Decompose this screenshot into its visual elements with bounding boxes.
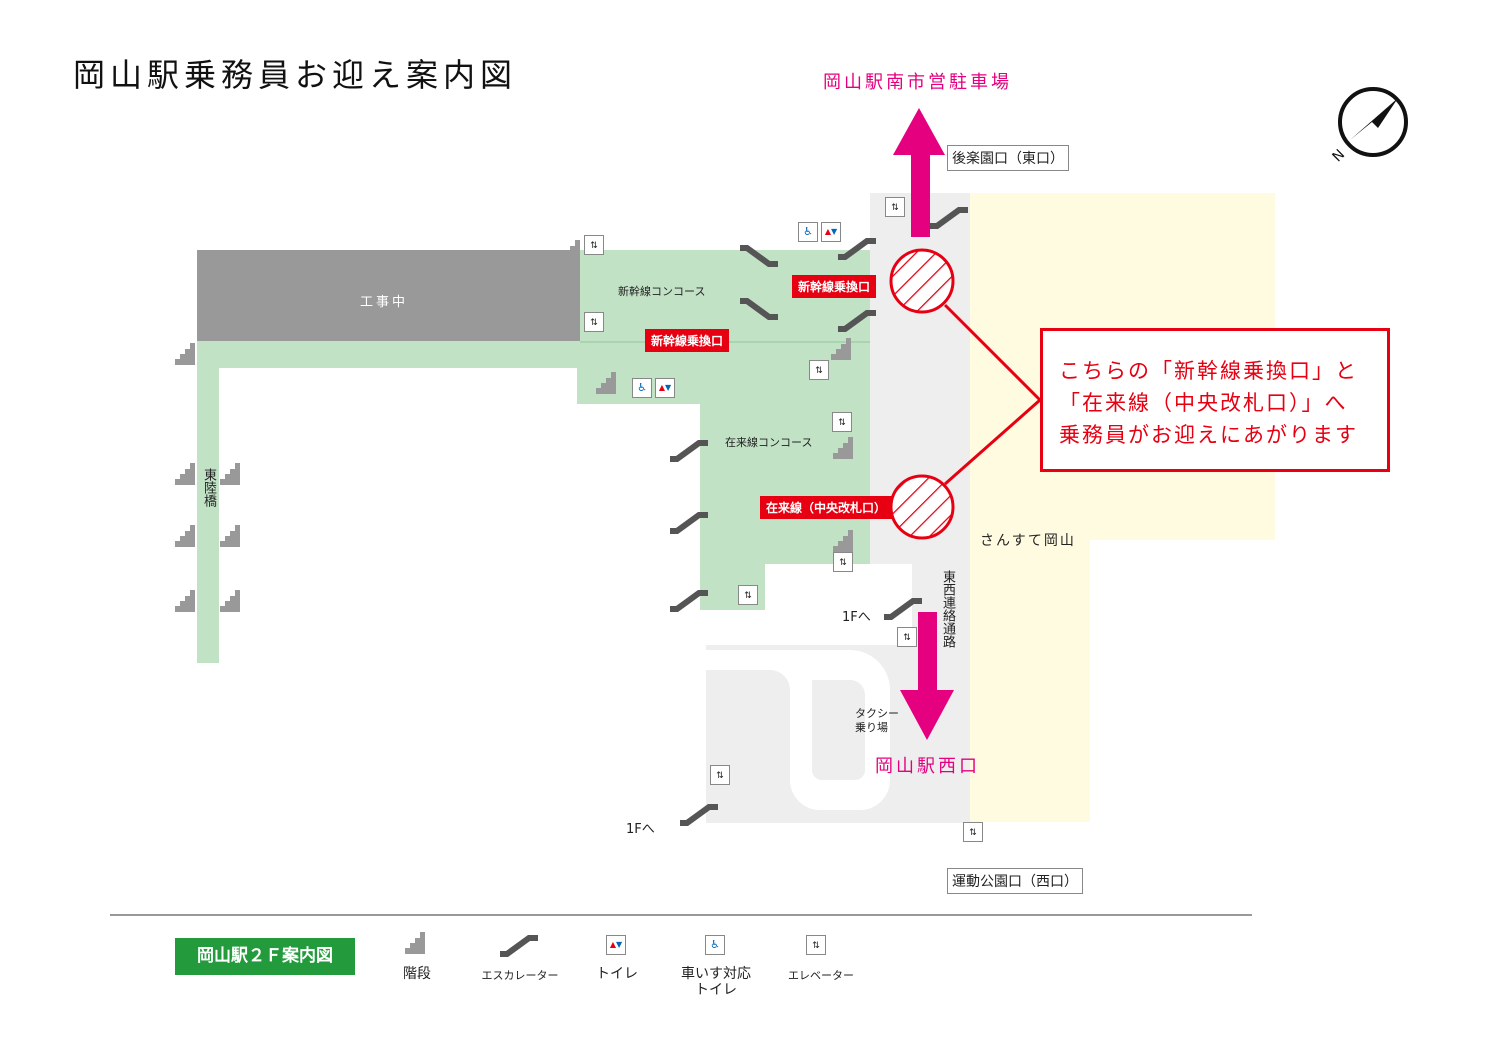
wheelchair-icon: ♿ xyxy=(705,935,725,955)
stairs-icon xyxy=(220,590,240,612)
toilet-icon: ▲▼ xyxy=(606,935,626,955)
meeting-point-zairai xyxy=(889,474,955,540)
arrow-north xyxy=(893,108,945,237)
escalator-icon xyxy=(680,804,718,826)
to-1f-label: 1Fへ xyxy=(842,610,871,625)
destination-north: 岡山駅南市営駐車場 xyxy=(823,72,1012,93)
stairs-icon xyxy=(833,437,853,459)
central-gate-label: 在来線（中央改札口） xyxy=(760,496,893,519)
elevator-icon: ⇅ xyxy=(963,822,983,842)
stairs-icon xyxy=(831,338,851,360)
callout-box: こちらの「新幹線乗換口」と「在来線（中央改札口）」へ乗務員がお迎えにあがります xyxy=(1040,328,1390,472)
elevator-icon: ⇅ xyxy=(584,312,604,332)
transfer-gate-label: 新幹線乗換口 xyxy=(645,329,730,352)
meeting-point-shinkansen xyxy=(889,248,955,314)
escalator-icon xyxy=(838,238,876,260)
elevator-icon: ⇅ xyxy=(885,197,905,217)
stairs-icon xyxy=(220,525,240,547)
bridge-area xyxy=(197,341,219,663)
gate-west: 運動公園口（西口） xyxy=(947,868,1083,894)
elevator-icon: ⇅ xyxy=(809,360,829,380)
page-title: 岡山駅乗務員お迎え案内図 xyxy=(73,56,518,94)
stairs-icon xyxy=(175,525,195,547)
elevator-icon: ⇅ xyxy=(806,935,826,955)
shinkansen-concourse-label: 新幹線コンコース xyxy=(618,285,706,298)
stairs-icon xyxy=(175,463,195,485)
elevator-icon: ⇅ xyxy=(710,765,730,785)
escalator-icon xyxy=(670,440,708,462)
elevator-icon: ⇅ xyxy=(738,585,758,605)
elevator-icon: ⇅ xyxy=(584,235,604,255)
mall-area-lower xyxy=(970,540,1090,822)
escalator-icon xyxy=(930,207,968,229)
wheelchair-icon: ♿ xyxy=(798,222,818,242)
stairs-icon xyxy=(596,372,616,394)
wheelchair-icon: ♿ xyxy=(632,378,652,398)
legend-stairs: 階段 xyxy=(403,966,431,982)
stairs-icon xyxy=(175,343,195,365)
stairs-icon xyxy=(833,530,853,552)
svg-text:N: N xyxy=(1330,147,1349,166)
compass-icon: N xyxy=(1330,87,1408,166)
escalator-icon xyxy=(670,512,708,534)
taxi-loop xyxy=(706,650,890,810)
stairs-icon xyxy=(560,240,580,262)
legend-escalator: エスカレーター xyxy=(481,969,559,982)
escalator-icon xyxy=(670,590,708,612)
legend-elevator: エレベーター xyxy=(788,969,854,982)
elevator-icon: ⇅ xyxy=(832,412,852,432)
taxi-label: タクシー乗り場 xyxy=(855,707,899,734)
bridge-label: 東陸橋 xyxy=(201,468,216,507)
arrow-west-exit xyxy=(900,612,954,740)
stairs-icon xyxy=(560,285,580,307)
legend-toilet: トイレ xyxy=(596,966,638,982)
construction-label: 工事中 xyxy=(360,295,409,310)
corridor-label: 東西連絡通路 xyxy=(940,570,955,648)
escalator-icon xyxy=(740,245,778,267)
stairs-icon xyxy=(220,463,240,485)
escalator-icon xyxy=(838,310,876,332)
gate-east: 後楽園口（東口） xyxy=(947,145,1069,171)
escalator-icon xyxy=(740,298,778,320)
zairai-concourse-label: 在来線コンコース xyxy=(725,436,813,449)
legend-title: 岡山駅２Ｆ案内図 xyxy=(175,938,355,975)
transfer-gate-label: 新幹線乗換口 xyxy=(792,275,877,298)
toilet-icon: ▲▼ xyxy=(821,222,841,242)
mall-label: さんすて岡山 xyxy=(980,533,1076,549)
elevator-icon: ⇅ xyxy=(833,552,853,572)
escalator-icon xyxy=(500,935,538,957)
legend-wheelchair-toilet: 車いす対応トイレ xyxy=(681,966,751,998)
stairs-icon xyxy=(405,932,425,954)
to-1f-label: 1Fへ xyxy=(626,822,655,837)
escalator-icon xyxy=(884,598,922,620)
stairs-icon xyxy=(175,590,195,612)
elevator-icon: ⇅ xyxy=(897,627,917,647)
construction-block xyxy=(197,250,580,341)
destination-west: 岡山駅西口 xyxy=(875,756,980,777)
toilet-icon: ▲▼ xyxy=(655,378,675,398)
